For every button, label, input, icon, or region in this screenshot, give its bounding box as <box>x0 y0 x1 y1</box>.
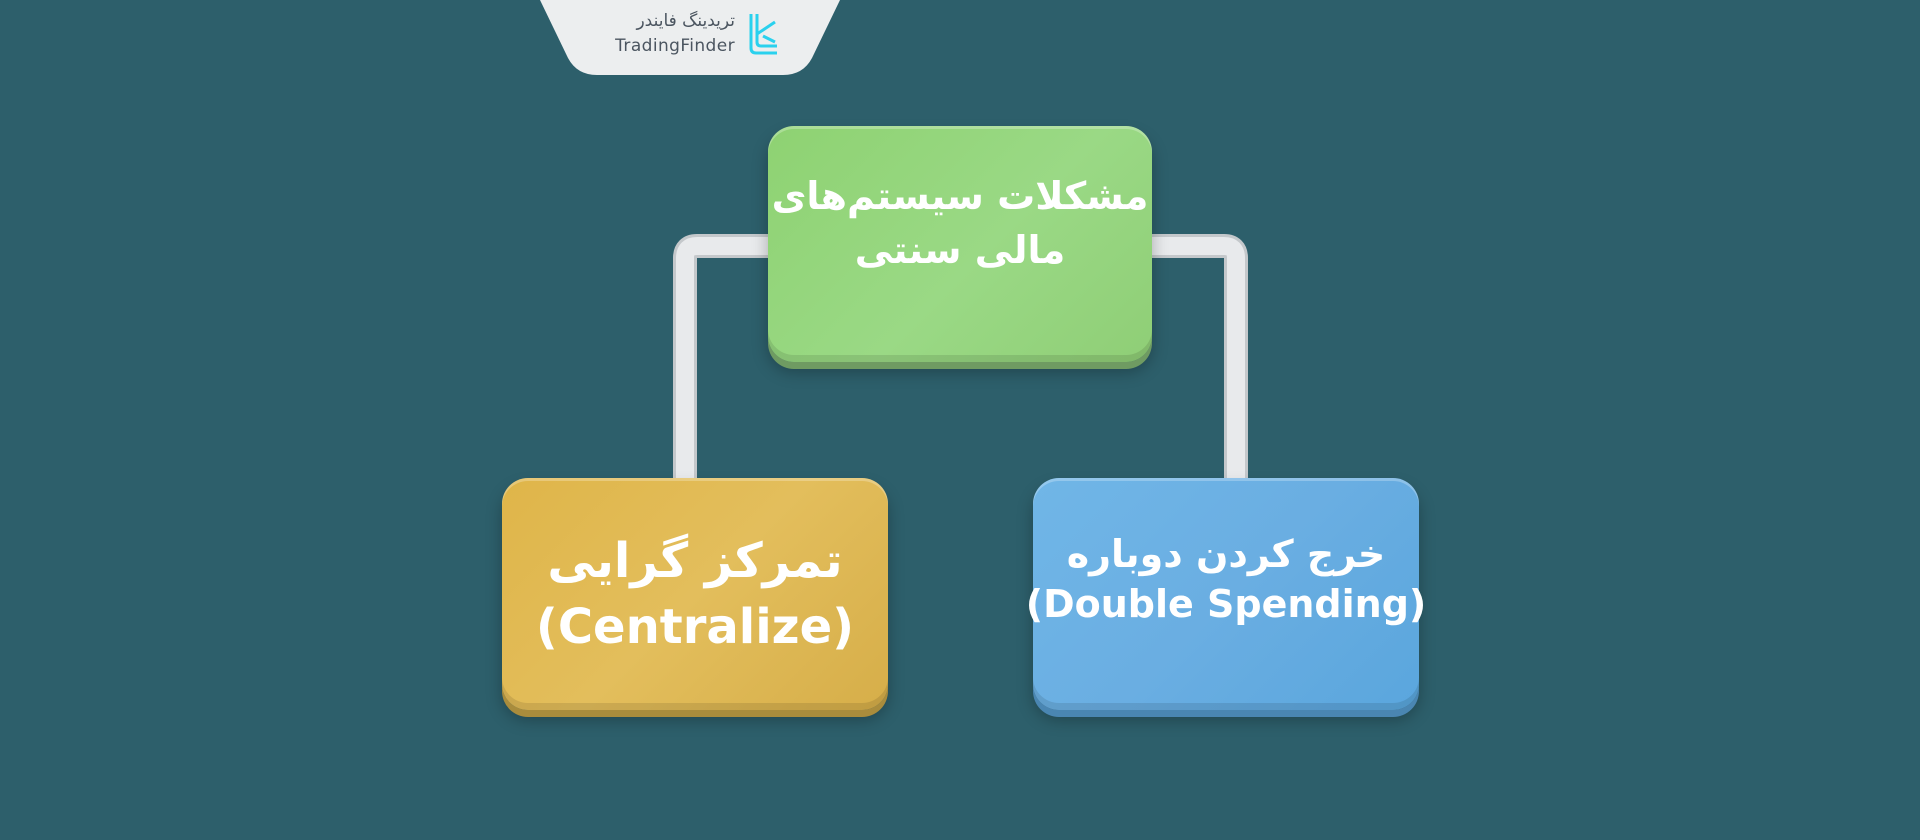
root-node-title-line-2: مالی سنتی <box>854 228 1066 272</box>
tradingfinder-logo-icon <box>749 14 777 55</box>
centralization-label-persian: تمرکز گرایی <box>547 533 843 589</box>
brand-tab-shape <box>540 0 840 75</box>
brand-name-english: TradingFinder <box>615 36 735 56</box>
brand-name: تریدینگ فایندر TradingFinder <box>615 10 735 57</box>
double-spending-label-persian: خرج کردن دوباره <box>1066 532 1386 576</box>
centralization-label-english: (Centralize) <box>535 599 855 655</box>
connector-root-to-left <box>673 234 775 480</box>
brand-name-persian: تریدینگ فایندر <box>636 11 735 31</box>
brand-tab[interactable]: تریدینگ فایندر TradingFinder <box>540 0 840 76</box>
child-node-centralization: تمرکز گرایی (Centralize) <box>502 478 888 710</box>
root-node-title-line-1: مشکلات سیستم‌های <box>771 174 1149 218</box>
child-node-double-spending: خرج کردن دوباره (Double Spending) <box>1026 478 1426 710</box>
double-spending-label-english: (Double Spending) <box>1025 582 1427 626</box>
root-node-traditional-finance-problems: مشکلات سیستم‌های مالی سنتی <box>768 126 1152 362</box>
connector-root-to-right <box>1146 234 1248 480</box>
